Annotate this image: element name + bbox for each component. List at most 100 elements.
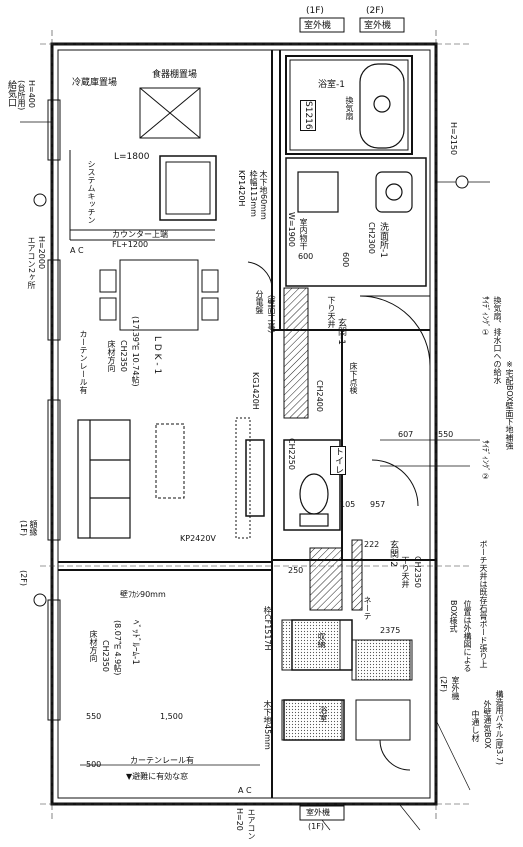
ldk-ch: CH2350 — [119, 340, 128, 372]
ac-bottom: 室外機 — [306, 808, 330, 817]
dim-600: 600 — [298, 252, 314, 261]
cr2350-label: CH2350 — [413, 556, 422, 588]
ac-unit-1f: 室外機 — [304, 21, 332, 31]
right-note-2: 換気扇、排水口ヘの給水 — [493, 296, 502, 384]
dining-set — [99, 259, 219, 331]
bed-area: (8.07㎡ 4.9帖) — [113, 620, 122, 676]
ac-units-top — [299, 17, 405, 821]
gakusa-f2: (2F) — [19, 570, 28, 586]
dim-550: 550 — [438, 430, 454, 439]
right-note-10: 構造用パネル(厚3.7) — [495, 690, 504, 765]
counter-label: カウンター上端 — [112, 230, 168, 239]
bunki2-label: （壁面工事） — [267, 290, 276, 338]
vent-sub: (台所用) — [17, 80, 26, 111]
pkx-label: 収納 — [317, 632, 326, 648]
kp2420-label: KP2420V — [180, 534, 216, 543]
nk-label: ネーテ — [363, 596, 372, 620]
l1800-label: L=1800 — [114, 152, 150, 162]
right-note-7: BOX様式 — [449, 600, 458, 633]
gakusa-label: 額縁 — [29, 520, 38, 536]
wash-room-label: 洗面所-1 — [378, 222, 388, 258]
right-note-1: ｻｲﾃﾞｨﾝｸﾞ① — [481, 296, 490, 337]
bed-floor: 床材方向 — [89, 630, 98, 662]
kp-sub2: 木下地60mm — [259, 170, 268, 220]
cf-sub: 木下地45mm — [263, 700, 272, 750]
dim-600b: 600 — [341, 252, 350, 268]
cr2400-label: CH2400 — [315, 380, 324, 412]
grid-lines — [40, 30, 470, 820]
dim-1500: 1,500 — [160, 712, 183, 721]
vent-label: 給気口 — [6, 80, 16, 107]
windows — [47, 99, 61, 721]
dim-607: 607 — [398, 430, 414, 439]
dim-222: 222 — [364, 540, 380, 549]
cr2250-label: CH2250 — [287, 438, 296, 470]
door-swings — [247, 261, 431, 771]
wash-ext-label: 室内物干 — [299, 218, 308, 250]
curtain2-label: カーテンレール有 — [130, 756, 194, 765]
eacon-bottom-h: H=20 — [235, 808, 244, 831]
right-note-11: 外壁通気BOX — [483, 700, 492, 749]
sofa — [77, 419, 131, 539]
right-note-5: ボーチ天井は既存石膏ボード張り上 — [479, 540, 488, 668]
cf-label: 枠CF1517H — [263, 606, 272, 651]
ac-bottom-floor: (1F) — [308, 822, 324, 831]
sakebi-label: 床下点検 — [349, 362, 358, 394]
bed-label: ﾍﾞｯﾄﾞﾙｰﾑ-1 — [130, 620, 140, 665]
right-note-8: 室外機 — [451, 676, 460, 700]
ac2-label: A C — [238, 786, 252, 795]
ac-unit-2f: 室外機 — [364, 21, 392, 31]
right-note-9: (2F) — [439, 676, 448, 692]
right-note-4: ｻｲﾃﾞｨﾝｸﾞ② — [481, 440, 490, 481]
evac-label: ▼避難に有効な窓 — [126, 772, 189, 781]
dim-250: 250 — [288, 566, 304, 575]
vent-height: H=400 — [27, 80, 36, 108]
bed-ch: CH2350 — [101, 640, 110, 672]
fridge-label: 冷蔵庫置場 — [72, 78, 118, 88]
right-note-3: ※宅配BOX壁面下地補強 — [505, 360, 514, 450]
eacon-label: エアコン2ヶ所 — [27, 236, 36, 290]
genkan2-label: 玄関-2 — [388, 540, 398, 567]
pantry-label: 食器棚置場 — [152, 70, 198, 80]
dim-2375: 2375 — [380, 626, 401, 635]
right-note-6: 位置は外構図による — [463, 600, 472, 672]
kg-label: KG1420H — [251, 372, 260, 410]
system-kitchen-label: システムキッチン — [87, 160, 96, 224]
eacon-bottom: エアコン — [247, 808, 256, 840]
hatched-walls — [281, 287, 411, 741]
living-furniture — [155, 417, 265, 539]
bath-fan-label: 換気扇 — [345, 96, 354, 120]
dim-105: 105 — [340, 500, 356, 509]
kitchen-fixtures — [69, 87, 217, 241]
eacon-h: H=2000 — [37, 236, 46, 270]
ldk-curtain: カーテンレール有 — [79, 330, 88, 394]
ldk-area: (17.39㎡ 10.74帖) — [131, 316, 140, 387]
counter-fl: FL+1200 — [112, 240, 149, 249]
ldk-name: L D K - 1 — [152, 336, 162, 375]
right-note-12: 中通し材 — [471, 710, 480, 742]
ac-label-1: A C — [70, 246, 84, 255]
ldk-floor: 床材方向 — [107, 340, 116, 372]
interior-walls — [58, 50, 436, 798]
dim-957: 957 — [370, 500, 386, 509]
toilet-fixture — [299, 473, 329, 527]
furo-label: 浴室 — [319, 706, 328, 722]
ac-unit-2f-floor: (2F) — [366, 6, 384, 16]
ac-unit-1f-floor: (1F) — [306, 6, 324, 16]
wash-ch: CH2300 — [367, 222, 376, 254]
gakusa-f1: (1F) — [19, 520, 28, 536]
shita2-label: 下り天井 — [401, 556, 410, 588]
toilet-label: トイレ — [330, 446, 346, 475]
kp-label: KP1420H — [237, 170, 246, 207]
bunki-label: 分電盤 — [255, 290, 264, 314]
h2150-label: H=2150 — [449, 122, 458, 156]
grid-markers — [33, 175, 469, 607]
kp-sub: 枠幅113mm — [249, 170, 258, 217]
wall90-label: 壁ﾌｶｼ90mm — [120, 590, 166, 599]
genkan-label: 玄関-1 — [336, 318, 346, 345]
wash-width: W=1900 — [287, 212, 296, 247]
bath-fixtures — [297, 63, 413, 213]
bath-label: 浴室-1 — [318, 80, 345, 90]
bath-unit: S1216 — [300, 100, 316, 131]
